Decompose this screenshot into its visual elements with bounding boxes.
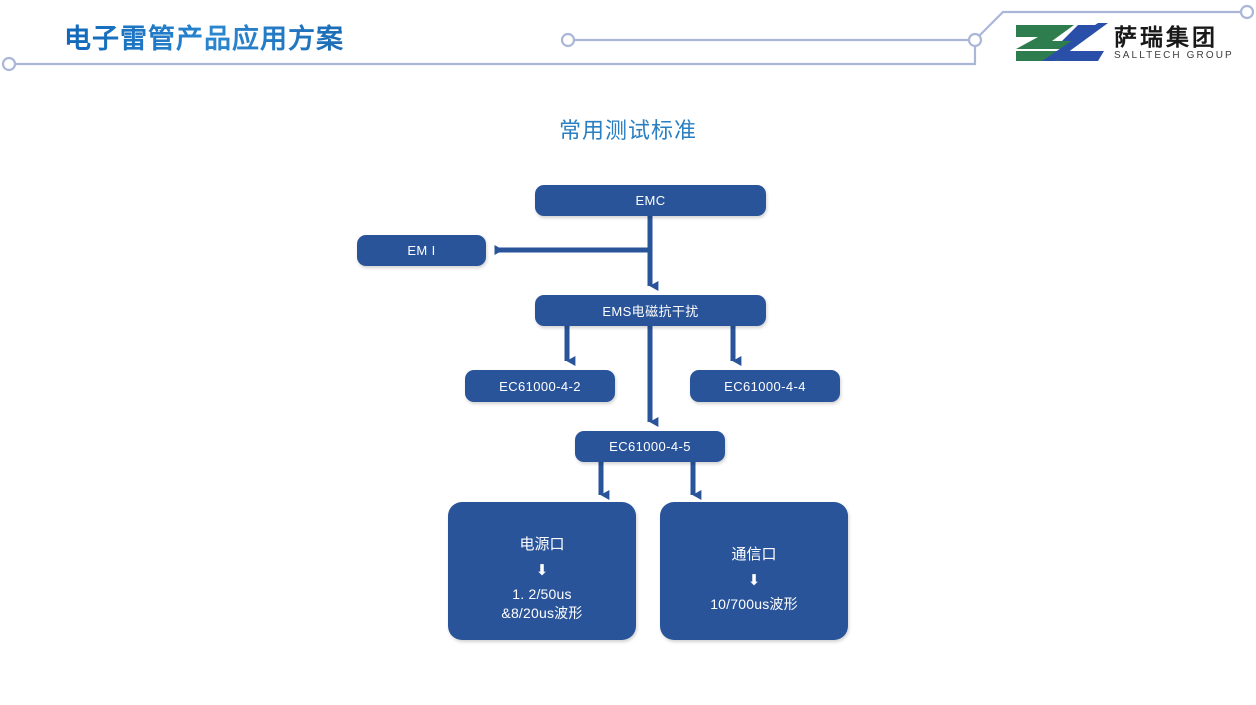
comm-port-title: 通信口 bbox=[731, 545, 777, 563]
power-port-line1: 1. 2/50us bbox=[512, 586, 572, 603]
brand-logo: 萨瑞集团 SALLTECH GROUP bbox=[1012, 18, 1252, 68]
node-ec61000-4-5[interactable]: EC61000-4-5 bbox=[575, 431, 725, 462]
node-power-port[interactable]: 电源口 ⬇ 1. 2/50us &8/20us波形 bbox=[448, 502, 636, 640]
logo-text-block: 萨瑞集团 SALLTECH GROUP bbox=[1114, 25, 1234, 61]
logo-name-en: SALLTECH GROUP bbox=[1114, 50, 1234, 62]
slide-header: 电子雷管产品应用方案 萨瑞集团 SALLTECH GROUP bbox=[0, 0, 1256, 85]
node-ems[interactable]: EMS电磁抗干扰 bbox=[535, 295, 766, 326]
node-emc[interactable]: EMC bbox=[535, 185, 766, 216]
diagram-title: 常用测试标准 bbox=[558, 118, 697, 143]
down-arrow-icon: ⬇ bbox=[535, 562, 549, 580]
page-title: 电子雷管产品应用方案 bbox=[64, 17, 344, 56]
down-arrow-icon: ⬇ bbox=[747, 571, 761, 589]
node-ec61000-4-2[interactable]: EC61000-4-2 bbox=[465, 370, 615, 402]
header-decorative-line bbox=[1, 4, 1255, 72]
power-port-line2: &8/20us波形 bbox=[501, 605, 583, 621]
node-ec61000-4-4[interactable]: EC61000-4-4 bbox=[690, 370, 840, 402]
node-emi[interactable]: EM I bbox=[357, 235, 486, 266]
power-port-title: 电源口 bbox=[519, 536, 565, 554]
comm-port-line1: 10/700us波形 bbox=[710, 595, 798, 612]
node-comm-port[interactable]: 通信口 ⬇ 10/700us波形 bbox=[660, 502, 848, 640]
logo-name-cn: 萨瑞集团 bbox=[1114, 23, 1218, 50]
salltech-logo-icon bbox=[1016, 23, 1108, 61]
